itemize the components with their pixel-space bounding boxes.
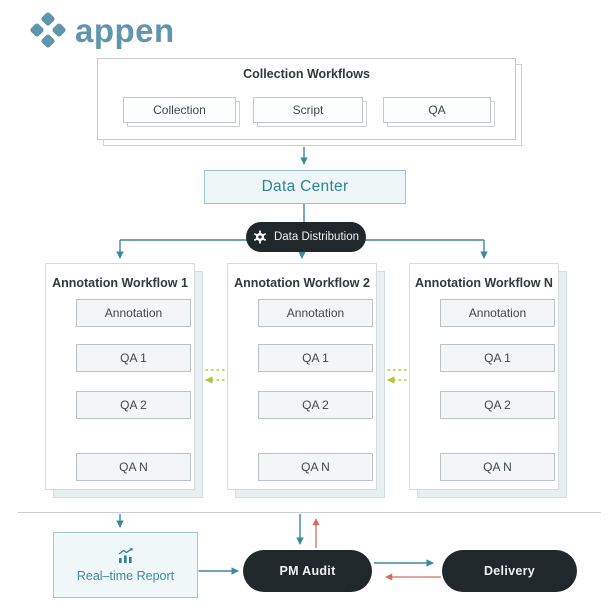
collection-panel-title: Collection Workflows bbox=[243, 67, 370, 81]
annotation-workflow-1-panel: Annotation Workflow 1 Annotation QA 1 QA… bbox=[45, 263, 203, 498]
annotation-workflow-n-panel: Annotation Workflow N Annotation QA 1 QA… bbox=[409, 263, 567, 498]
separator-line bbox=[18, 512, 601, 513]
workflow-n-qa1: QA 1 bbox=[440, 344, 555, 372]
workflow-1-qa1: QA 1 bbox=[76, 344, 191, 372]
script-node: Script bbox=[253, 97, 367, 127]
delivery-pill: Delivery bbox=[442, 550, 577, 592]
data-distribution-pill: Data Distribution bbox=[246, 222, 366, 252]
qa-node-label: QA bbox=[383, 97, 491, 123]
appen-logo-text: appen bbox=[75, 11, 175, 49]
workflow-n-title: Annotation Workflow N bbox=[415, 276, 553, 290]
workflow-1-qa2: QA 2 bbox=[76, 391, 191, 419]
workflow-2-qa2: QA 2 bbox=[258, 391, 373, 419]
data-center-box: Data Center bbox=[204, 170, 406, 204]
pm-audit-label: PM Audit bbox=[279, 564, 336, 578]
workflow-2-qan: QA N bbox=[258, 453, 373, 481]
workflow-n-annotation: Annotation bbox=[440, 299, 555, 327]
annotation-workflow-2-panel: Annotation Workflow 2 Annotation QA 1 QA… bbox=[227, 263, 385, 498]
collection-node: Collection bbox=[123, 97, 240, 127]
workflow-2-annotation: Annotation bbox=[258, 299, 373, 327]
workflow-1-qan: QA N bbox=[76, 453, 191, 481]
collection-node-label: Collection bbox=[123, 97, 236, 123]
qa-node: QA bbox=[383, 97, 495, 127]
script-node-label: Script bbox=[253, 97, 363, 123]
workflow-2-title: Annotation Workflow 2 bbox=[234, 276, 370, 290]
collection-workflows-panel: Collection Workflows Collection Script Q… bbox=[97, 58, 522, 146]
data-distribution-label: Data Distribution bbox=[273, 231, 359, 243]
workflow-n-qan: QA N bbox=[440, 453, 555, 481]
real-time-report-label: Real–time Report bbox=[76, 568, 175, 583]
bar-chart-icon bbox=[118, 547, 133, 563]
workflow-n-qa2: QA 2 bbox=[440, 391, 555, 419]
appen-logo: appen bbox=[30, 12, 175, 48]
workflow-1-title: Annotation Workflow 1 bbox=[52, 276, 188, 290]
workflow-1-annotation: Annotation bbox=[76, 299, 191, 327]
pm-audit-pill: PM Audit bbox=[243, 550, 372, 592]
real-time-report-box: Real–time Report bbox=[53, 532, 198, 598]
appen-logo-icon bbox=[30, 12, 66, 48]
workflow-2-qa1: QA 1 bbox=[258, 344, 373, 372]
gear-icon bbox=[254, 230, 266, 244]
delivery-label: Delivery bbox=[483, 564, 536, 578]
